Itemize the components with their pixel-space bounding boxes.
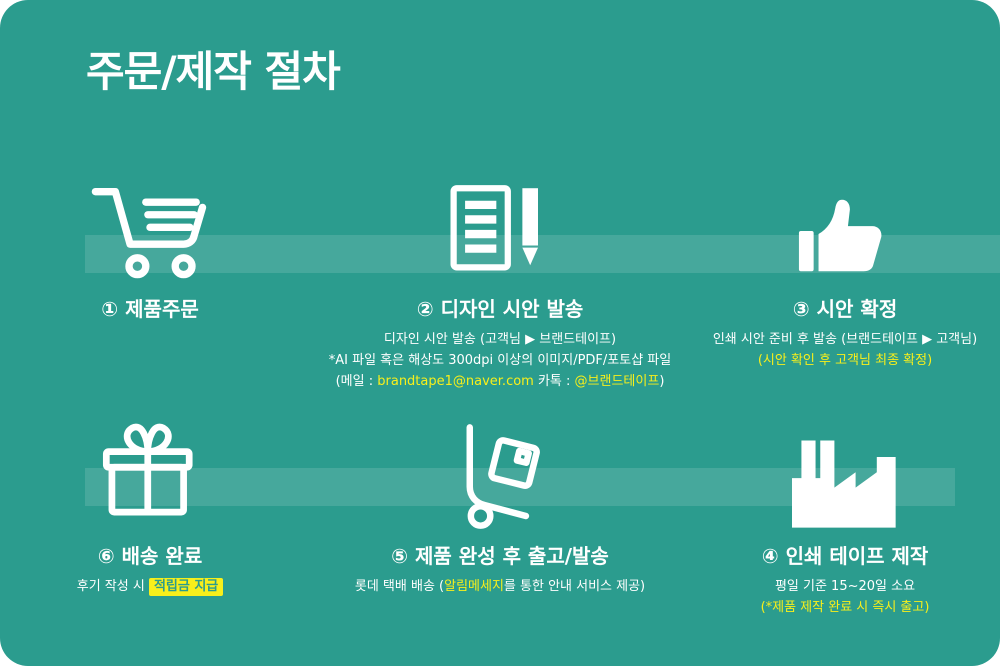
text-segment: 인쇄 시안 준비 후 발송 (브랜드테이프 ▶ 고객님) xyxy=(712,332,978,347)
step-title: ② 디자인 시안 발송 xyxy=(416,297,584,321)
thumbs-up-icon xyxy=(692,165,998,283)
step-title: ④ 인쇄 테이프 제작 xyxy=(761,544,929,568)
step-description: 롯데 택배 배송 (알림메세지를 통한 안내 서비스 제공) xyxy=(285,577,715,597)
step-title: ⑤ 제품 완성 후 출고/발송 xyxy=(391,544,609,568)
description-line: 인쇄 시안 준비 후 발송 (브랜드테이프 ▶ 고객님) xyxy=(692,330,998,350)
highlight-text: 알림메세지 xyxy=(444,579,504,594)
text-segment: 롯데 택배 배송 ( xyxy=(354,579,445,594)
text-segment: (메일 : xyxy=(335,374,378,390)
text-segment: 를 통한 안내 서비스 제공) xyxy=(503,579,646,594)
gift-box-icon xyxy=(25,412,275,530)
description-line: 롯데 택배 배송 (알림메세지를 통한 안내 서비스 제공) xyxy=(285,577,715,597)
step-description: 디자인 시안 발송 (고객님 ▶ 브랜드테이프) *AI 파일 혹은 해상도 3… xyxy=(285,330,715,392)
description-line: 디자인 시안 발송 (고객님 ▶ 브랜드테이프) xyxy=(285,330,715,350)
step-description: 인쇄 시안 준비 후 발송 (브랜드테이프 ▶ 고객님) (시안 확인 후 고객… xyxy=(692,330,998,371)
description-line: 후기 작성 시 적립금 지급 xyxy=(25,577,275,597)
page-title: 주문/제작 절차 xyxy=(86,47,341,96)
step-title: ⑥ 배송 완료 xyxy=(97,544,203,568)
step-ship-out: ⑤ 제품 완성 후 출고/발송 롯데 택배 배송 (알림메세지를 통한 안내 서… xyxy=(285,412,715,598)
text-segment: 평일 기준 15~20일 소요 xyxy=(774,579,916,594)
kakao-id-text: @브랜드테이프 xyxy=(574,374,660,390)
shopping-cart-icon xyxy=(25,165,275,283)
highlight-text: (시안 확인 후 고객님 최종 확정) xyxy=(757,353,933,369)
step-tape-production: ④ 인쇄 테이프 제작 평일 기준 15~20일 소요 (*제품 제작 완료 시… xyxy=(692,412,998,619)
description-line: (메일 : brandtape1@naver.com 카톡 : @브랜드테이프) xyxy=(285,372,715,392)
text-segment: 디자인 시안 발송 (고객님 ▶ 브랜드테이프) xyxy=(383,332,617,347)
text-segment: *AI 파일 혹은 해상도 300dpi 이상의 이미지/PDF/포토샵 파일 xyxy=(328,353,672,369)
text-segment: ) xyxy=(659,374,665,390)
hand-truck-icon xyxy=(285,412,715,530)
reward-badge: 적립금 지급 xyxy=(148,578,224,596)
description-line: (*제품 제작 완료 시 즉시 출고) xyxy=(692,598,998,618)
step-title: ① 제품주문 xyxy=(101,297,199,321)
text-segment: 후기 작성 시 xyxy=(76,579,149,594)
step-product-order: ① 제품주문 xyxy=(25,165,275,330)
description-line: (시안 확인 후 고객님 최종 확정) xyxy=(692,351,998,371)
text-segment: 카톡 : xyxy=(533,374,575,390)
step-description: 평일 기준 15~20일 소요 (*제품 제작 완료 시 즉시 출고) xyxy=(692,577,998,618)
step-draft-confirm: ③ 시안 확정 인쇄 시안 준비 후 발송 (브랜드테이프 ▶ 고객님) (시안… xyxy=(692,165,998,372)
description-line: 평일 기준 15~20일 소요 xyxy=(692,577,998,597)
document-pencil-icon xyxy=(285,165,715,283)
step-description: 후기 작성 시 적립금 지급 xyxy=(25,577,275,597)
description-line: *AI 파일 혹은 해상도 300dpi 이상의 이미지/PDF/포토샵 파일 xyxy=(285,351,715,371)
step-delivery-complete: ⑥ 배송 완료 후기 작성 시 적립금 지급 xyxy=(25,412,275,598)
email-text: brandtape1@naver.com xyxy=(377,374,534,390)
step-title: ③ 시안 확정 xyxy=(792,297,898,321)
highlight-text: (*제품 제작 완료 시 즉시 출고) xyxy=(760,600,930,616)
factory-icon xyxy=(692,412,998,530)
step-design-draft-send: ② 디자인 시안 발송 디자인 시안 발송 (고객님 ▶ 브랜드테이프) *AI… xyxy=(285,165,715,393)
